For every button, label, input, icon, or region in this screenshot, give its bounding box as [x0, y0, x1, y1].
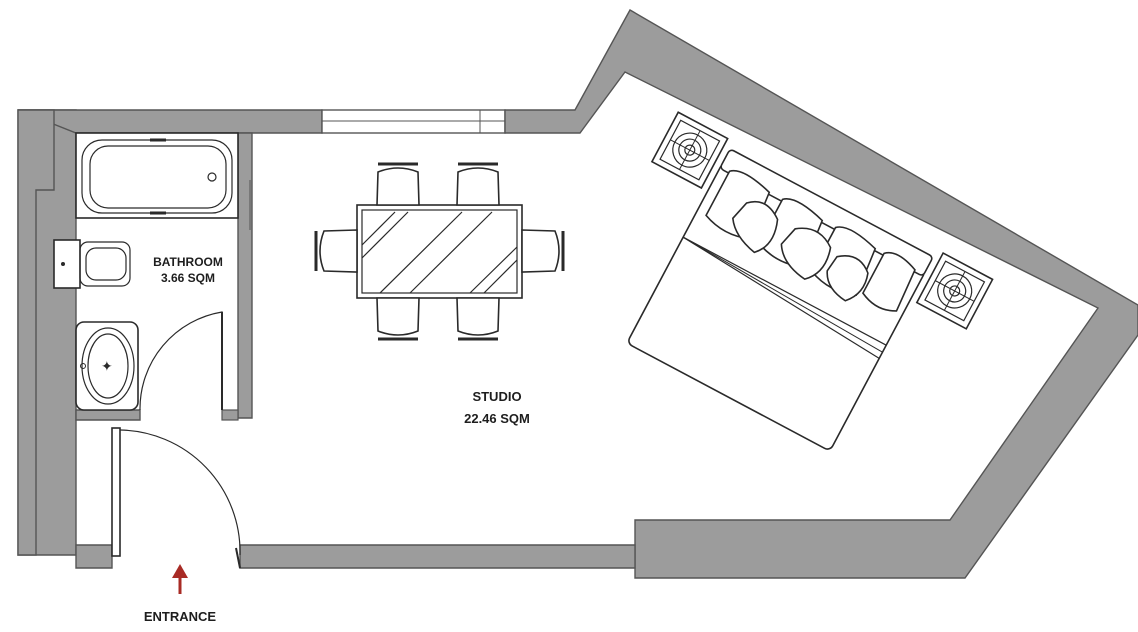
entrance-arrow-icon	[172, 564, 188, 594]
svg-text:✦: ✦	[101, 359, 113, 375]
nightstand-right	[915, 252, 994, 330]
bathroom-bottom-wall	[75, 409, 141, 421]
studio-name: STUDIO	[472, 389, 521, 404]
bed-set	[628, 111, 994, 450]
left-niche	[17, 109, 55, 556]
bathroom-partition	[237, 132, 253, 419]
dining-set	[314, 162, 565, 341]
entrance-door	[111, 427, 241, 569]
bathroom-door	[139, 311, 223, 411]
bottom-wall	[239, 544, 636, 569]
bathroom-area: 3.66 SQM	[161, 271, 215, 285]
exterior-walls	[17, 9, 1138, 579]
nightstand-left	[650, 111, 729, 190]
studio-area: 22.46 SQM	[464, 411, 530, 426]
sink: ✦	[75, 321, 139, 411]
bathtub	[75, 132, 239, 219]
bottom-wall-left	[75, 544, 113, 569]
toilet	[53, 239, 131, 289]
entrance-label: ENTRANCE	[144, 609, 217, 624]
bathroom-name: BATHROOM	[153, 255, 223, 269]
